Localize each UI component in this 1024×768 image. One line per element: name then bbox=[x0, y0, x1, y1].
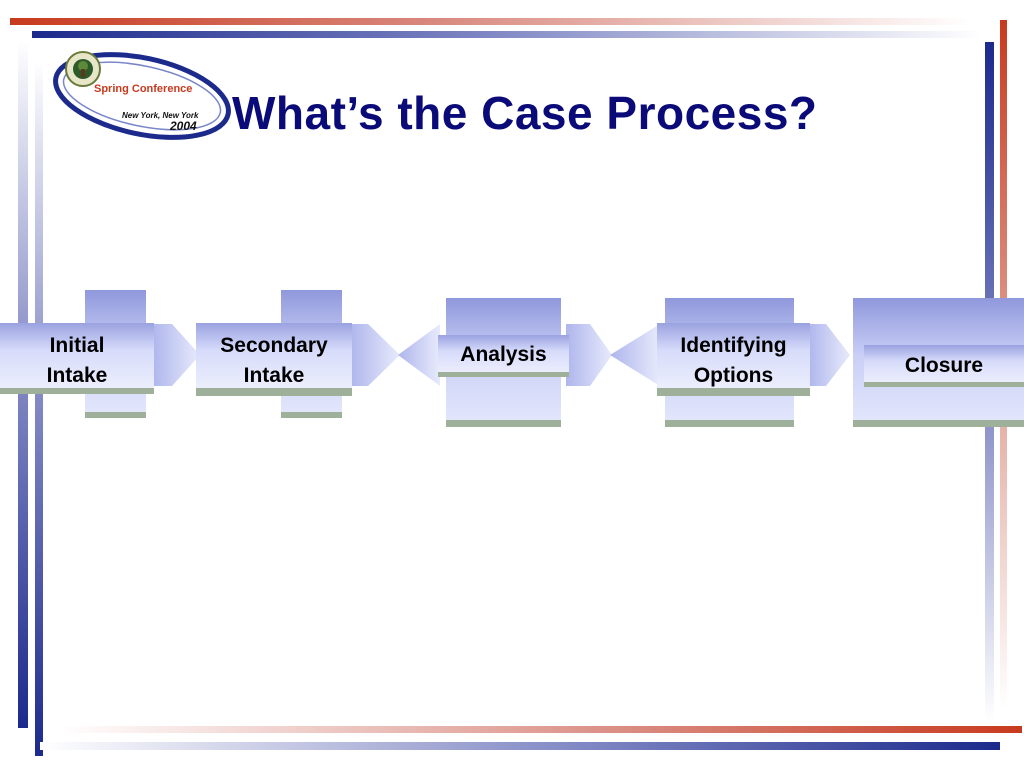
step-label-analysis: Analysis bbox=[438, 340, 569, 370]
step-label-line: Intake bbox=[243, 364, 305, 387]
step-label-initial-intake: Initial Intake bbox=[0, 331, 154, 391]
logo-year: 2004 bbox=[169, 119, 197, 133]
step-label-line: Analysis bbox=[460, 343, 547, 366]
step-label-secondary-intake: Secondary Intake bbox=[196, 331, 352, 391]
step-label-identifying-options: Identifying Options bbox=[657, 331, 810, 391]
step-analysis bbox=[398, 298, 612, 427]
step-label-line: Initial bbox=[49, 334, 105, 357]
step-identifying-options bbox=[610, 298, 850, 427]
conference-logo: Spring Conference New York, New York 200… bbox=[53, 51, 231, 140]
top-red-bar bbox=[10, 18, 970, 25]
bottom-red-bar bbox=[60, 726, 1022, 733]
step-label-closure: Closure bbox=[864, 351, 1024, 381]
step-label-line: Secondary bbox=[220, 334, 328, 357]
slide-title: What’s the Case Process? bbox=[232, 87, 818, 139]
step-label-line: Closure bbox=[904, 354, 984, 377]
step-initial-intake bbox=[0, 290, 200, 418]
step-secondary-intake bbox=[196, 290, 400, 418]
step-label-line: Identifying bbox=[680, 334, 787, 357]
left-navy-bar-inner bbox=[35, 60, 43, 756]
step-label-line: Options bbox=[693, 364, 774, 387]
seal-icon bbox=[65, 51, 101, 87]
logo-name: Spring Conference bbox=[94, 83, 192, 95]
step-closure bbox=[853, 298, 1024, 427]
bottom-navy-bar bbox=[40, 742, 1000, 750]
logo-location: New York, New York bbox=[122, 111, 199, 120]
top-navy-bar bbox=[32, 31, 982, 38]
step-label-line: Intake bbox=[46, 364, 108, 387]
